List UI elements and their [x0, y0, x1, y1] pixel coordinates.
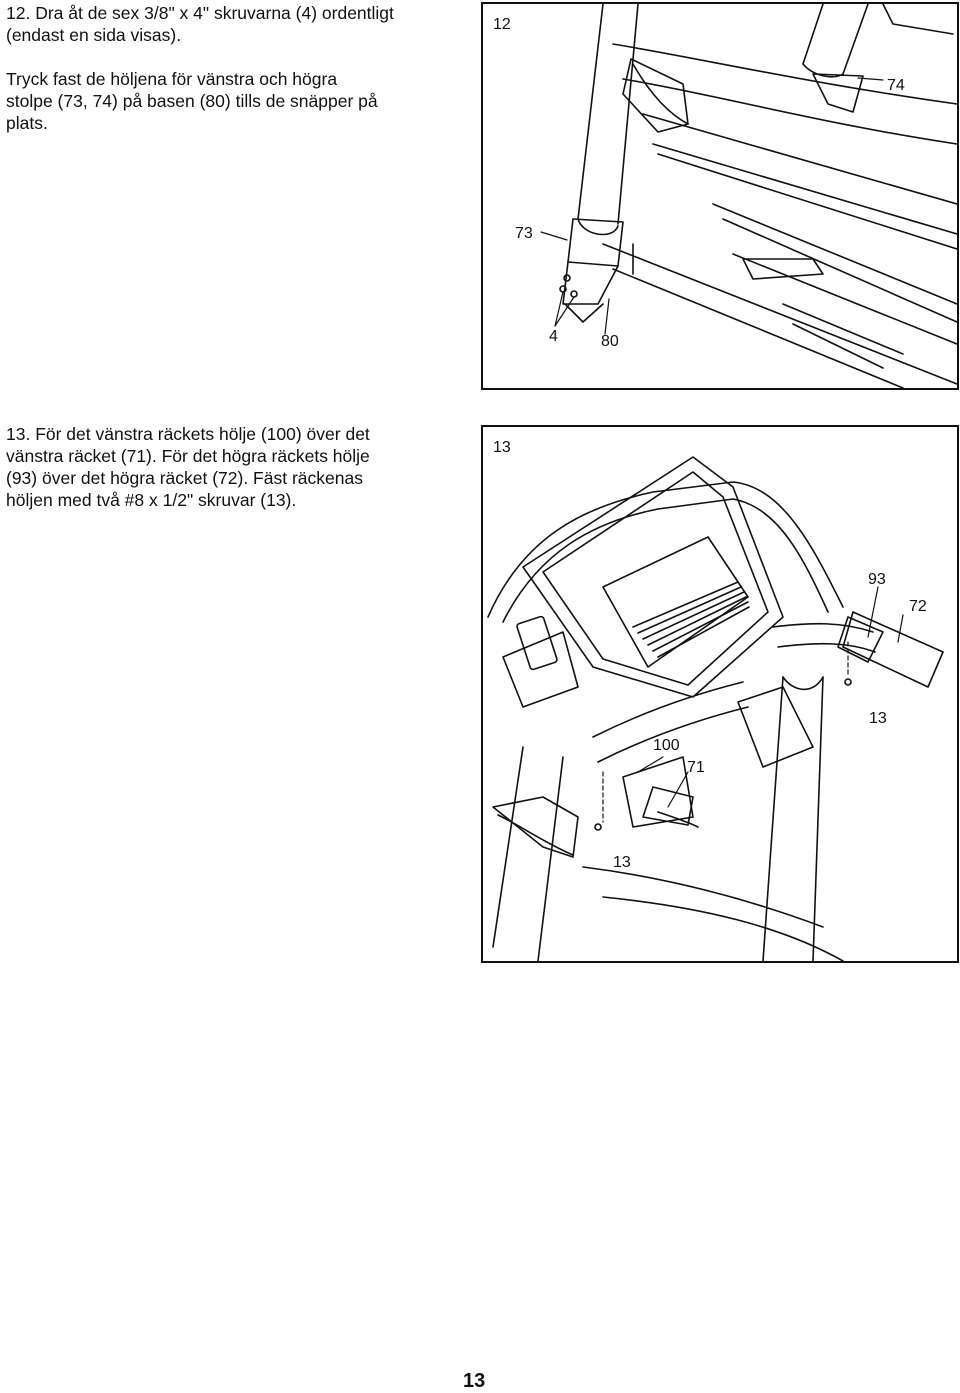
figure-12: 12: [481, 2, 959, 390]
callout-80: 80: [601, 333, 619, 350]
step-12-line-5: plats.: [6, 113, 48, 133]
callout-74: 74: [887, 77, 905, 94]
callout-93: 93: [868, 571, 886, 588]
page-number: 13: [463, 1370, 486, 1392]
step-13-line-4: höljen med två #8 x 1/2" skruvar (13).: [6, 490, 297, 510]
callout-100: 100: [653, 737, 680, 754]
figure-12-drawing: 74 73 4 80: [515, 4, 957, 388]
step-12-instructions: 12. Dra åt de sex 3/8" x 4" skruvarna (4…: [6, 2, 456, 134]
step-12-line-2: (endast en sida visas).: [6, 25, 182, 45]
callout-72: 72: [909, 598, 927, 615]
step-13-line-3: (93) över det högra räcket (72). Fäst rä…: [6, 468, 363, 488]
figure-13: 13: [481, 425, 959, 963]
step-13-line-2: vänstra räcket (71). För det högra räcke…: [6, 446, 370, 466]
step-13-line-1: 13. För det vänstra räckets hölje (100) …: [6, 424, 370, 444]
step-12-line-4: stolpe (73, 74) på basen (80) tills de s…: [6, 91, 378, 111]
figure-12-number: 12: [493, 16, 511, 33]
callout-71: 71: [687, 759, 705, 776]
figure-13-number: 13: [493, 439, 511, 456]
step-13-instructions: 13. För det vänstra räckets hölje (100) …: [6, 423, 446, 511]
figure-13-drawing: 93 72 13 100 71 13: [487, 456, 944, 961]
callout-73: 73: [515, 225, 533, 242]
step-12-line-1: 12. Dra åt de sex 3/8" x 4" skruvarna (4…: [6, 3, 394, 23]
callout-13-right: 13: [869, 710, 887, 727]
callout-4: 4: [549, 328, 558, 345]
callout-13-left: 13: [613, 854, 631, 871]
step-12-line-3: Tryck fast de höljena för vänstra och hö…: [6, 69, 338, 89]
